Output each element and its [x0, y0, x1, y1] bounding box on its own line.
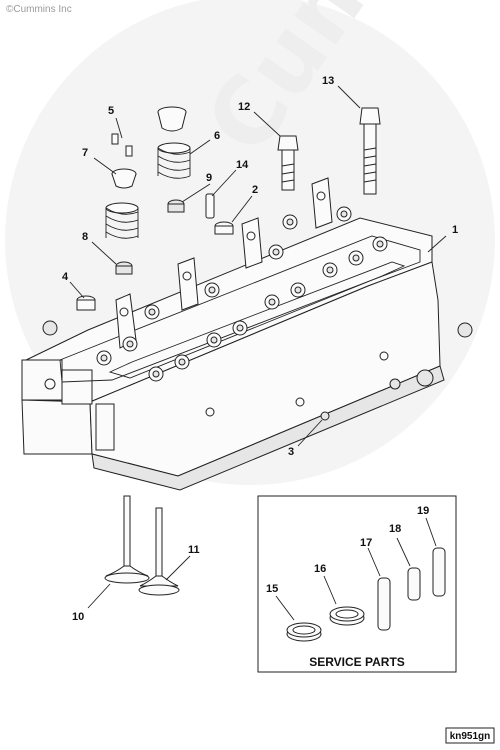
valve-10	[104, 495, 150, 584]
cylinder-head	[21, 177, 473, 491]
pedestal-2	[177, 257, 199, 311]
callout-16: 16	[314, 563, 326, 575]
callout-15: 15	[266, 583, 278, 595]
valve-spring-lower	[105, 202, 139, 239]
callout-17: 17	[360, 537, 372, 549]
pedestal-4	[311, 177, 333, 229]
pedestal-hole-3	[246, 231, 256, 241]
callout-8: 8	[82, 231, 88, 243]
valve-guide-17	[377, 577, 391, 631]
callout-7: 7	[82, 147, 88, 159]
callout-4: 4	[62, 271, 69, 283]
head-bolt-short	[277, 135, 299, 191]
callout-18: 18	[389, 523, 401, 535]
head-bolt-long	[359, 107, 381, 195]
callout-6: 6	[214, 130, 220, 142]
callout-1: 1	[452, 224, 458, 236]
head-end-block-2	[61, 369, 93, 405]
valve-spring-6	[157, 142, 191, 179]
retainer-cap	[157, 106, 187, 132]
valve-guide-18	[407, 567, 421, 601]
valve-seal-8	[115, 261, 133, 275]
callout-11: 11	[188, 544, 200, 556]
leader-lines	[69, 85, 447, 621]
callout-2: 2	[252, 184, 258, 196]
pedestal-hole-4	[316, 191, 326, 201]
callout-14: 14	[236, 159, 249, 171]
plug-2	[214, 221, 234, 235]
figure-id-tag: kn951gn	[445, 727, 495, 744]
callout-9: 9	[206, 172, 212, 184]
pedestal-3	[241, 217, 263, 269]
side-face-bolts	[44, 351, 389, 417]
callout-5: 5	[108, 105, 114, 117]
figure-id-text: kn951gn	[450, 731, 491, 742]
seat-ring-15	[286, 622, 322, 642]
head-frame-inner	[108, 261, 406, 379]
service-parts-title: SERVICE PARTS	[309, 655, 405, 669]
dowel-pin-14	[205, 193, 215, 219]
loose-plugs	[42, 320, 473, 421]
pedestal-hole-1	[119, 307, 129, 317]
callout-12: 12	[238, 101, 250, 113]
valve-bosses	[96, 206, 388, 382]
valve-keepers	[111, 133, 133, 157]
head-bottom-ledge	[91, 365, 445, 491]
callout-13: 13	[322, 75, 334, 87]
plug-4	[76, 295, 96, 311]
valve-guide-19	[432, 547, 446, 597]
seat-ring-16	[329, 606, 365, 626]
seal-9	[167, 199, 185, 213]
callout-19: 19	[417, 505, 429, 517]
copyright-text: ©Cummins Inc	[6, 4, 72, 15]
callout-3: 3	[288, 446, 294, 458]
head-front-pad	[95, 403, 115, 451]
head-end-block-1	[21, 359, 63, 401]
head-frame-outline	[59, 235, 421, 383]
callout-10: 10	[72, 611, 84, 623]
retainer-7	[111, 168, 137, 189]
valve-11	[138, 507, 180, 596]
callout-labels: 1 2 3 4 5 6 7 8 9 10 11 12 13 14 15 16 1…	[62, 75, 458, 623]
pedestal-hole-2	[182, 271, 192, 281]
head-front-face	[21, 399, 93, 455]
service-parts-box: SERVICE PARTS	[257, 495, 457, 673]
